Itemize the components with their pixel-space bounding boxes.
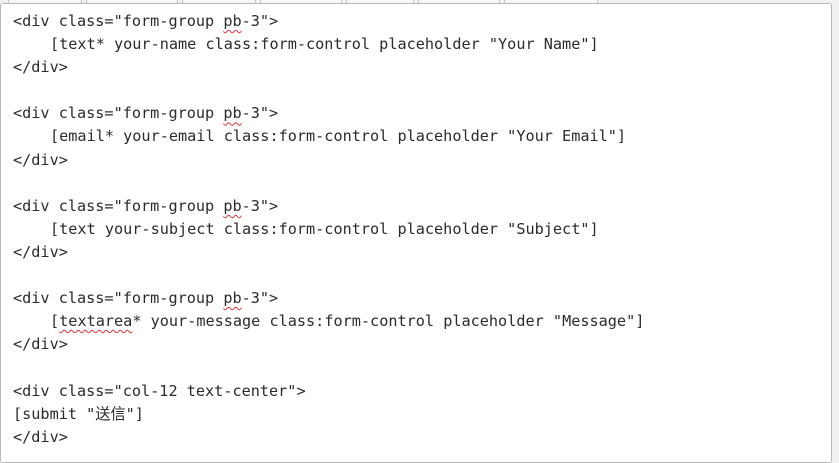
code-line: <div class="col-12 text-center"> (13, 381, 306, 400)
code-line: [textarea* your-message class:form-contr… (50, 312, 645, 331)
code-line-blank (13, 172, 644, 195)
code-line: </div> (13, 427, 68, 446)
code-line: [text* your-name class:form-control plac… (50, 35, 599, 54)
code-line: <div class="form-group pb-3"> (13, 196, 279, 215)
code-line: <div class="form-group pb-3"> (13, 104, 279, 123)
form-template-editor[interactable]: <div class="form-group pb-3"> [text* your… (0, 3, 832, 463)
spellcheck-flagged-word[interactable]: pb (223, 289, 242, 308)
code-line: </div> (13, 335, 68, 354)
code-line-blank (13, 79, 644, 102)
spellcheck-flagged-word[interactable]: pb (223, 104, 242, 123)
code-line-blank (13, 264, 644, 287)
code-line: [email* your-email class:form-control pl… (50, 127, 627, 146)
code-line: <div class="form-group pb-3"> (13, 289, 279, 308)
spellcheck-flagged-word[interactable]: pb (223, 12, 242, 30)
code-line: [text your-subject class:form-control pl… (50, 219, 599, 238)
spellcheck-flagged-word[interactable]: pb (223, 196, 242, 215)
code-line: <div class="form-group pb-3"> (13, 12, 279, 30)
code-line: [submit "送信"] (13, 404, 144, 423)
page-scrollbar[interactable] (832, 3, 839, 448)
spellcheck-flagged-word[interactable]: textarea (59, 312, 133, 331)
code-line: </div> (13, 242, 68, 261)
code-line: </div> (13, 58, 68, 77)
code-line-blank (13, 356, 644, 379)
code-line: </div> (13, 150, 68, 169)
form-template-code[interactable]: <div class="form-group pb-3"> [text* your… (13, 10, 644, 449)
